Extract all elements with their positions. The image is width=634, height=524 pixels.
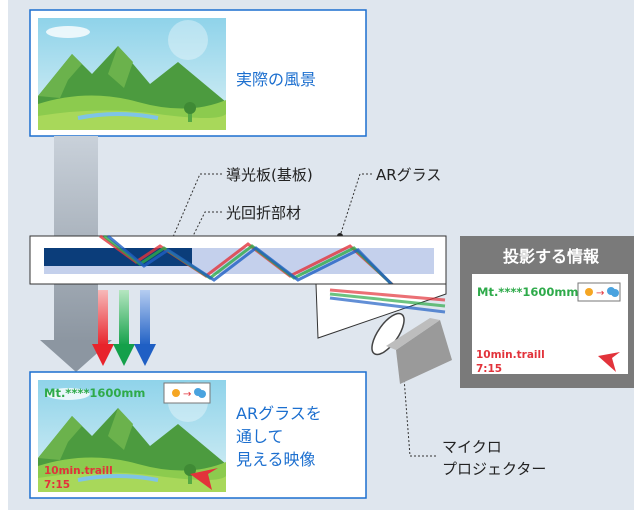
svg-text:→: → [183,389,191,400]
seen-image-line3: 見える映像 [236,450,316,469]
trail-distance-bottom: 10min.traill [44,465,113,477]
real-scenery-panel [29,9,367,137]
projected-info-header: 投影する情報 [502,247,599,266]
ar-glasses-plate [29,234,447,306]
trail-time-right: 7:15 [476,363,503,375]
pointer-arrow-right [598,352,620,372]
seen-image-line1: ARグラスを [236,404,322,423]
projected-info-panel [460,236,634,388]
rgb-arrows [92,290,156,366]
micro-projector [371,312,452,384]
pointer-arrow-bottom [190,468,218,490]
trail-distance-right: 10min.traill [476,349,545,361]
svg-text:→: → [596,288,604,299]
light-fold-label: 光回折部材 [226,204,302,222]
micro-projector-line2: プロジェクター [442,460,547,478]
hud-mountain-text-right: Mt.****1600mm [477,285,579,299]
hud-trail-right: 10min.traill 7:15 [476,348,545,376]
micro-projector-label: マイクロ プロジェクター [442,436,546,480]
ar-glasses-label: ARグラス [376,166,442,184]
hud-mountain-text-bottom: Mt.****1600mm [44,386,146,400]
seen-image-line2: 通して [236,427,284,446]
landscape-image-top [38,18,226,130]
hud-trail-bottom: 10min.traill 7:15 [44,464,113,492]
sun-cloud-icon-bottom: → [163,382,211,404]
trail-time-bottom: 7:15 [44,479,71,491]
sun-cloud-icon-right: → [577,282,621,302]
seen-image-label: ARグラスを 通して 見える映像 [236,402,322,471]
micro-projector-line1: マイクロ [442,438,502,456]
real-scenery-label: 実際の風景 [236,70,317,89]
light-guide-label: 導光板(基板) [226,166,313,184]
